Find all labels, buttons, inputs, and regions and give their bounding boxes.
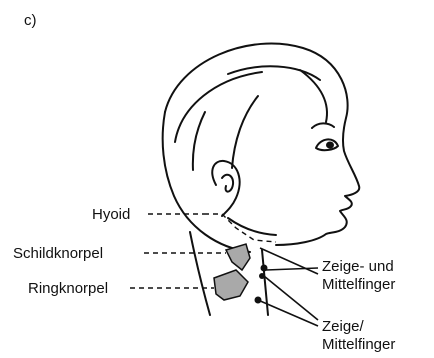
zeige-slash-pointer-a [264,276,318,320]
finger-contact-lower [255,297,262,304]
hair-line-inner [232,96,258,168]
zeige-und-label-line1: Zeige- und [322,258,394,275]
hair-line-lower [193,112,205,170]
neck-front-line [262,250,268,315]
zeige-slash-label-line1: Zeige/ [322,318,364,335]
hyoid-label: Hyoid [92,206,130,223]
finger-contact-upper [261,265,268,272]
zeige-slash-label-line2: Mittelfinger [322,336,395,353]
hair-line-mid [228,66,320,80]
schildknorpel-label: Schildknorpel [13,245,103,262]
panel-label: c) [24,12,37,29]
back-of-head-outline [163,112,250,252]
eye-iris [326,142,334,149]
zeige-und-label-line2: Mittelfinger [322,276,395,293]
eyebrow-line [312,123,334,128]
ear-inner [222,175,233,192]
finger-contact-middle [259,273,265,279]
hyoid-dashed-contour [204,214,276,242]
hair-line-right [300,70,327,122]
neck-back-line [190,232,210,315]
cricoid-cartilage-shape [214,270,248,300]
ringknorpel-label: Ringknorpel [28,280,108,297]
hair-line-left [175,72,262,142]
